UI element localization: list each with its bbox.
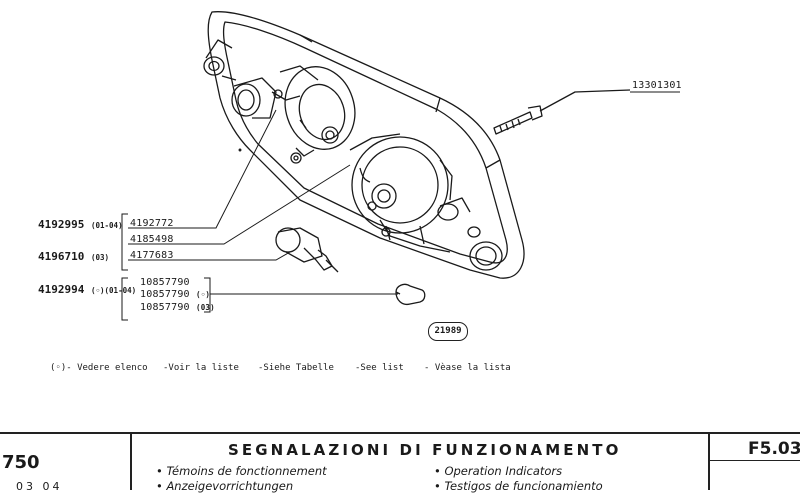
footnote-fr: -Voir la liste — [163, 363, 239, 373]
reflector-main — [349, 133, 453, 234]
housing-outer-rim — [207, 11, 525, 279]
footnote-de: -Siehe Tabelle — [258, 363, 334, 373]
part-number-4177683: 4177683 — [130, 250, 174, 261]
part-number-4192772: 4192772 — [130, 218, 174, 229]
lamp-lower-right — [467, 226, 503, 271]
subtitle-fr: • Témoins de fonctionnement — [156, 464, 327, 478]
subtitle-es: • Testigos de funcionamiento — [434, 479, 603, 493]
bulb-10857790 — [395, 283, 426, 306]
subtitle-en: • Operation Indicators — [434, 464, 563, 478]
page-code: F5.03 — [748, 439, 800, 459]
leader-4177683 — [128, 251, 291, 261]
subtitle-de: • Anzeigevorrichtungen — [156, 479, 294, 493]
part-number-bulb-a: 10857790 — [140, 277, 190, 288]
figure-reference: 21989 — [428, 322, 468, 341]
left-label-4196710: 4196710 (03) — [38, 250, 110, 263]
bracket-bulbs-right — [204, 277, 211, 313]
footnote-it: (◦)- Vedere elenco — [50, 363, 148, 373]
part-number-4185498: 4185498 — [130, 234, 174, 245]
frame-bracket — [379, 219, 451, 253]
bracket-group-lower — [121, 277, 128, 321]
reflector-left — [271, 65, 356, 157]
socket-top-left — [203, 39, 237, 81]
title-block — [0, 432, 800, 490]
part-number-bulb-b: 10857790 (◦) — [140, 289, 211, 300]
screw-13301301 — [493, 89, 631, 135]
leader-4192772 — [128, 109, 277, 229]
left-label-4192994: 4192994 (◦)(01-04) — [38, 283, 137, 296]
footnote-en: -See list — [355, 363, 404, 373]
bulb-holder-4177683 — [275, 227, 339, 273]
housing-inner-rim — [222, 21, 508, 264]
left-label-4192995: 4192995 (01-04) — [38, 218, 123, 231]
part-number-screw: 13301301 — [632, 80, 682, 91]
date-code: 03 04 — [16, 480, 63, 493]
leader-4185498 — [128, 164, 351, 245]
exploded-view-drawing — [121, 11, 680, 321]
bracket-group-upper — [121, 213, 128, 271]
bulb-holder-upper — [231, 77, 277, 119]
socket-right — [437, 197, 471, 221]
part-number-bulb-c: 10857790 (03) — [140, 302, 215, 313]
page-title: SEGNALAZIONI DI FUNZIONAMENTO — [228, 441, 622, 459]
model-number: 750 — [2, 452, 40, 473]
footnote-es: - Vèase la lista — [424, 363, 511, 373]
